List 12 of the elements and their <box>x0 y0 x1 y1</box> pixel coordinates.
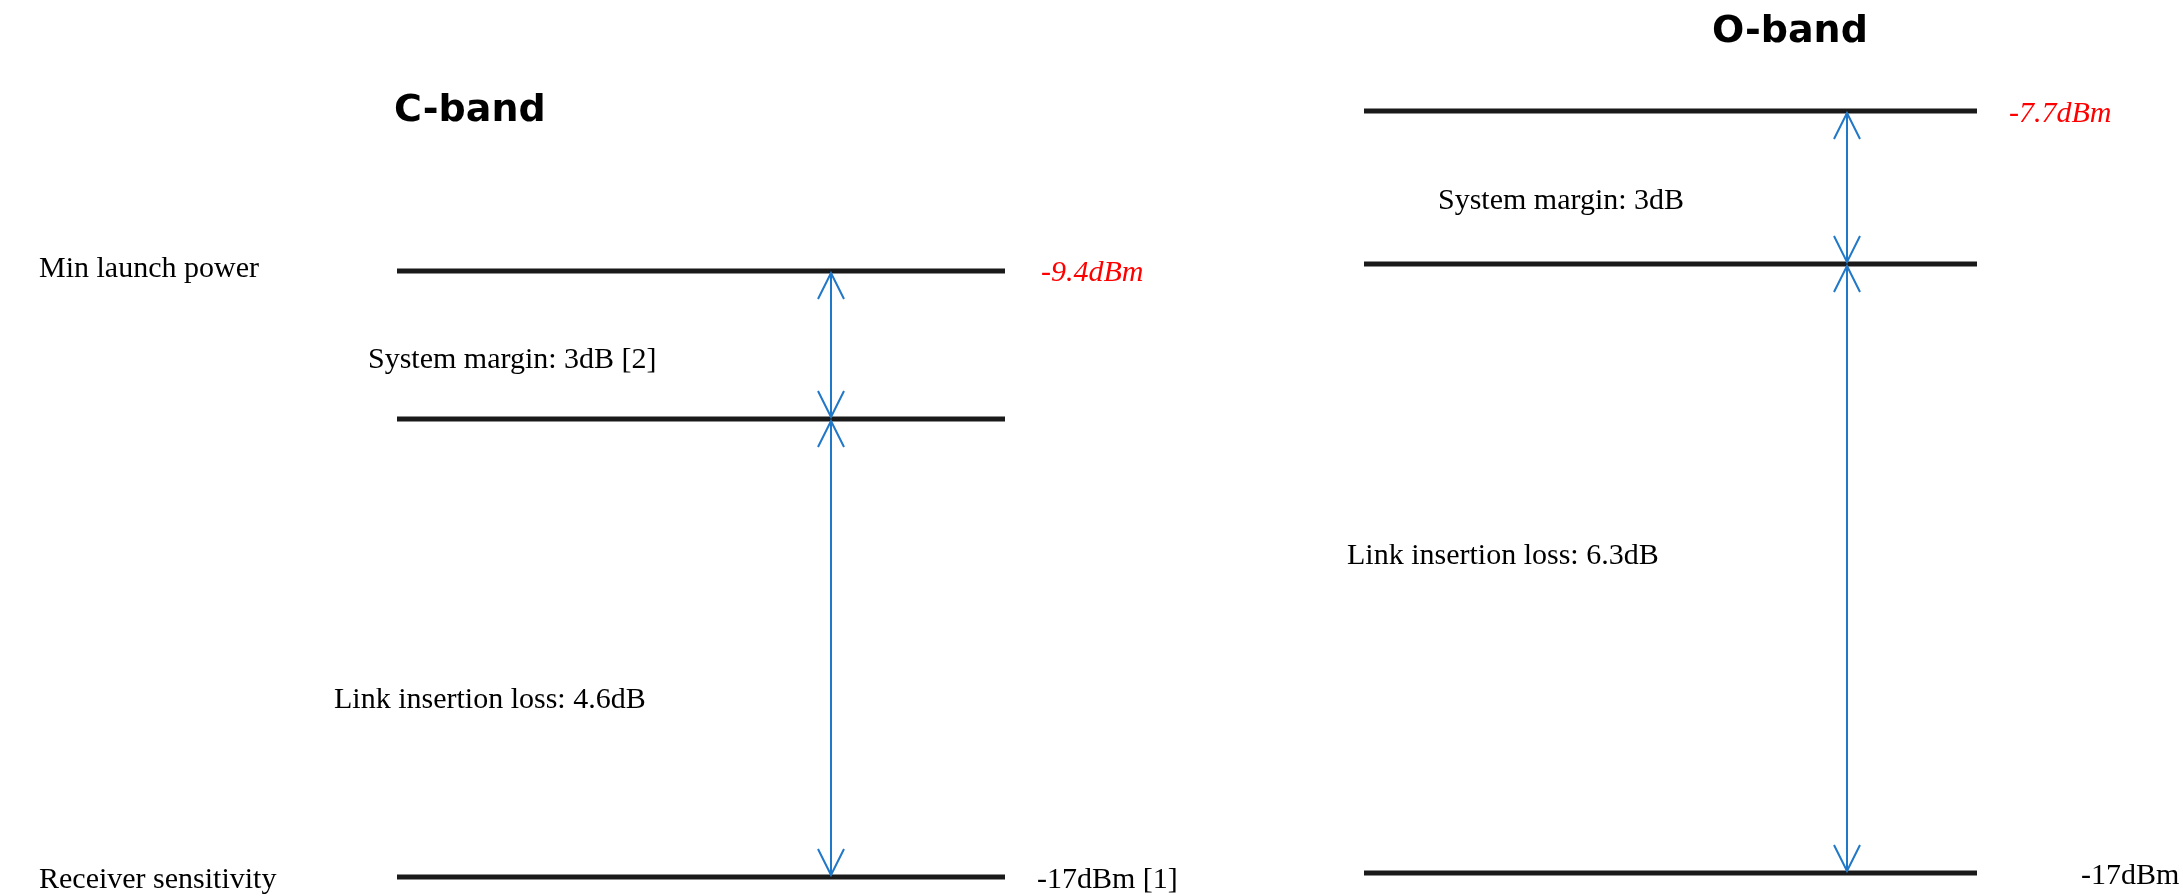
level-label: Receiver sensitivity <box>39 860 277 894</box>
level-label: System margin: 3dB [2] <box>368 340 657 374</box>
level-label: System margin: 3dB <box>1438 181 1685 215</box>
power-value: -7.7dBm <box>2009 94 2112 128</box>
level-label: Link insertion loss: 6.3dB <box>1347 536 1659 570</box>
level-label: -17dBm <box>2081 856 2180 890</box>
band-heading: C-band <box>394 88 546 130</box>
power-value: -9.4dBm <box>1041 253 1144 287</box>
band-heading: O-band <box>1712 9 1868 51</box>
level-label: Min launch power <box>39 249 259 283</box>
level-label: -17dBm [1] <box>1037 860 1178 894</box>
level-label: Link insertion loss: 4.6dB <box>334 680 646 714</box>
